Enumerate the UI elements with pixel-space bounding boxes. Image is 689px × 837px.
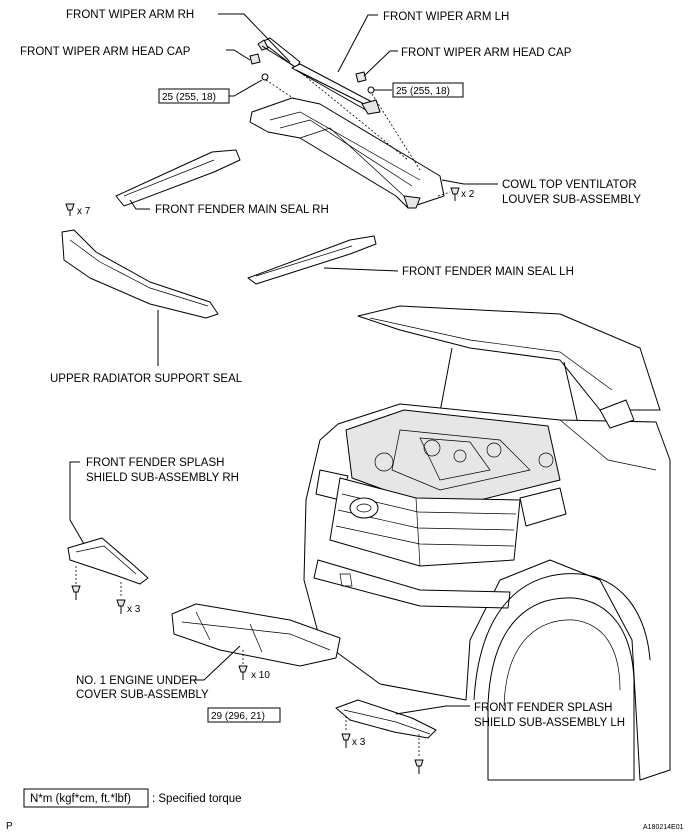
- label-cowl-line1: COWL TOP VENTILATOR: [502, 179, 637, 191]
- cowl-clip-icon: [450, 187, 460, 201]
- front-wiper-arm-lh: [291, 63, 381, 115]
- leader-cowl: [441, 179, 498, 185]
- label-wiper-head-cap-rh: FRONT WIPER ARM HEAD CAP: [20, 46, 191, 58]
- label-seal-lh: FRONT FENDER MAIN SEAL LH: [402, 266, 574, 278]
- vehicle-illustration: [303, 305, 671, 781]
- leader-wiper-lh: [337, 14, 378, 73]
- torque-box-wiper-rh: [158, 88, 230, 104]
- leader-wiper-rh-cowl: [265, 79, 297, 101]
- engine-cover-bolt-icon: [238, 665, 248, 680]
- leader-wiper-lh-cowl: [299, 71, 409, 161]
- front-fender-splash-shield-rh: [67, 537, 149, 585]
- leader-splash-lh: [395, 705, 470, 715]
- no1-engine-under-cover: [171, 603, 341, 667]
- label-wiper-head-cap-lh: FRONT WIPER ARM HEAD CAP: [401, 47, 572, 59]
- torque-value-engine-cover: 29 (296, 21): [211, 711, 265, 722]
- qty-splash-lh-bolts: x 3: [352, 737, 366, 748]
- torque-value-wiper-rh: 25 (255, 18): [162, 92, 216, 103]
- front-fender-splash-shield-lh: [335, 699, 437, 739]
- label-radiator-seal: UPPER RADIATOR SUPPORT SEAL: [50, 373, 243, 385]
- wiper-nut-rh: [261, 73, 269, 81]
- leader-seal-rh: [129, 199, 150, 210]
- leader-wiper-rh: [218, 13, 291, 63]
- figure-id: A180214E01: [643, 824, 684, 831]
- radiator-clip-icon: [65, 203, 75, 216]
- splash-lh-bolt2-icon: [414, 759, 424, 774]
- torque-value-wiper-lh: 25 (255, 18): [396, 86, 450, 97]
- leader-engine-cover: [190, 645, 241, 681]
- wiper-head-cap-rh: [249, 53, 261, 65]
- label-splash-lh-line1: FRONT FENDER SPLASH: [474, 702, 612, 714]
- wiper-nut-lh: [367, 86, 375, 94]
- front-fender-main-seal-rh: [115, 149, 241, 207]
- label-engine-cover-line1: NO. 1 ENGINE UNDER: [76, 675, 197, 687]
- upper-radiator-support-seal: [61, 229, 219, 319]
- leader-head-cap-lh: [363, 50, 398, 77]
- legend-description: : Specified torque: [152, 793, 242, 805]
- torque-box-engine-cover: [207, 707, 281, 723]
- legend-unit-text: N*m (kgf*cm, ft.*lbf): [30, 793, 131, 805]
- leader-splash-rh: [69, 461, 85, 545]
- leader-nut-cowl: [371, 93, 421, 171]
- leader-torque-rh: [228, 79, 263, 97]
- leader-seal-lh: [323, 267, 399, 272]
- label-splash-rh-line1: FRONT FENDER SPLASH: [86, 457, 224, 469]
- corner-code: P: [6, 821, 13, 832]
- torque-box-wiper-lh: [392, 82, 464, 98]
- qty-radiator-clips: x 7: [77, 206, 91, 217]
- front-wiper-arm-rh: [257, 37, 301, 69]
- label-splash-rh-line2: SHIELD SUB-ASSEMBLY RH: [86, 472, 239, 484]
- wiper-head-cap-lh: [355, 71, 367, 83]
- legend-unit-box: [23, 788, 149, 808]
- splash-lh-bolt-icon: [341, 733, 351, 748]
- front-fender-main-seal-lh: [247, 235, 377, 285]
- label-cowl-line2: LOUVER SUB-ASSEMBLY: [502, 194, 641, 206]
- qty-engine-cover-bolts: x 10: [251, 670, 270, 681]
- cowl-top-ventilator-louver: [249, 97, 445, 209]
- qty-splash-rh-bolts: x 3: [127, 604, 141, 615]
- label-splash-lh-line2: SHIELD SUB-ASSEMBLY LH: [474, 717, 625, 729]
- qty-cowl-clips: x 2: [461, 189, 475, 200]
- label-front-wiper-arm-rh: FRONT WIPER ARM RH: [66, 9, 194, 21]
- label-front-wiper-arm-lh: FRONT WIPER ARM LH: [383, 11, 509, 23]
- splash-rh-bolt-icon: [71, 585, 81, 600]
- leader-head-cap-rh: [226, 49, 251, 61]
- label-engine-cover-line2: COVER SUB-ASSEMBLY: [76, 689, 209, 701]
- label-seal-rh: FRONT FENDER MAIN SEAL RH: [155, 204, 329, 216]
- splash-rh-bolt2-icon: [116, 599, 126, 614]
